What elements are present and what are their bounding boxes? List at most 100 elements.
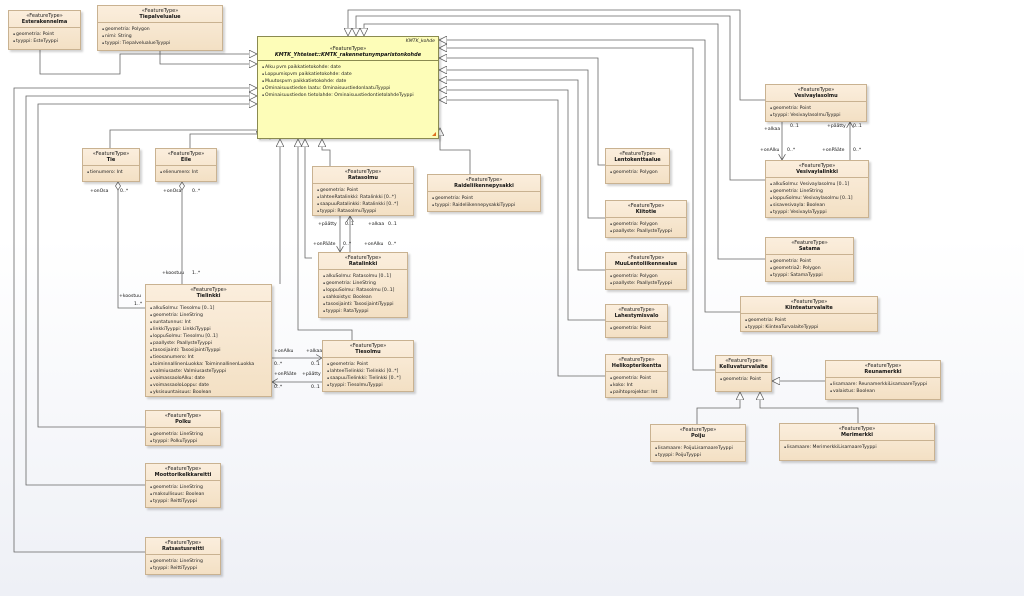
class-tielinkki[interactable]: «FeatureType»Tielinkki alkuSolmu: Tiesol… <box>145 284 272 397</box>
attribute: voimassaoloLoppu: date <box>150 382 267 389</box>
class-reunamerkki[interactable]: «FeatureType»Reunamerkki lisamaare: Reun… <box>825 360 941 400</box>
attribute: saapuuTielinkki: Tielinkki [0..*] <box>327 375 409 382</box>
gen-helikopterikentta <box>439 100 605 377</box>
gen-tie <box>109 129 260 148</box>
attribute: tasosijainti: TasosijaintiTyyppi <box>150 347 267 354</box>
class-name: Tielinkki <box>196 293 221 299</box>
class-esterakennelma[interactable]: «FeatureType»Esterakennelma geometria: P… <box>8 10 81 50</box>
attribute: geometria: Polygon <box>610 169 665 176</box>
multiplicity-label: 0..* <box>274 362 283 367</box>
class-name: MuuLentoliikennealue <box>614 261 678 267</box>
attribute: lisamaare: MerimerkkiLisamaareTyyppi <box>784 444 930 451</box>
attribute: Alku pvm paikkatietokohde: date <box>262 64 434 71</box>
attribute: loppuSolmu: Ratasolmu [0..1] <box>323 287 403 294</box>
class-name: Lentokenttaalue <box>614 157 661 163</box>
class-name: Vesivaylasolmu <box>794 93 838 99</box>
class-muulentoliikennealue[interactable]: «FeatureType»MuuLentoliikennealue geomet… <box>605 252 687 290</box>
class-name: Kiitotie <box>635 209 657 215</box>
class-polku[interactable]: «FeatureType»Polku geometria: LineString… <box>145 410 221 446</box>
stereotype-label: «FeatureType» <box>619 151 656 157</box>
class-raideliikennepysakki[interactable]: «FeatureType»Raideliikennepysakki geomet… <box>427 174 541 212</box>
gen-poiju <box>696 392 740 424</box>
class-name: Tiesolmu <box>355 349 381 355</box>
attribute: tyyppi: SatamaTyyppi <box>770 272 849 279</box>
class-tiesolmu[interactable]: «FeatureType»Tiesolmu geometria: Pointla… <box>322 340 414 392</box>
assoc-tie-tielinkki <box>115 181 145 309</box>
class-lahestymisvalo[interactable]: «FeatureType»Lahestymisvalo geometria: P… <box>605 304 668 338</box>
gen-tiepalvelualue <box>159 50 257 64</box>
class-name: Kiinteaturvalaite <box>785 305 833 311</box>
class-ratsastusreitti[interactable]: «FeatureType»Ratsastusreitti geometria: … <box>145 537 221 575</box>
attribute: tyyppi: ReittiTyyppi <box>150 565 216 572</box>
class-kelluvaturvalaite[interactable]: «FeatureType»Kelluvaturvalaite geometria… <box>715 355 772 392</box>
attribute: suntatunnus: Int <box>150 319 267 326</box>
class-name: Kelluvaturvalaite <box>719 364 768 370</box>
attribute: maksullisuus: Boolean <box>150 491 216 498</box>
stereotype-label: «FeatureType» <box>627 203 665 209</box>
class-lentokenttaalue[interactable]: «FeatureType»Lentokenttaalue geometria: … <box>605 148 670 184</box>
role-label: +onAlku <box>274 349 294 354</box>
attribute: tyyppi: KiinteaTurvalaiteTyyppi <box>745 324 873 331</box>
attribute: lisamaare: ReunamerkkiLisamaareTyyppi <box>830 381 936 388</box>
stereotype-label: «FeatureType» <box>790 299 828 305</box>
class-kiinteaturvalaite[interactable]: «FeatureType»Kiinteaturvalaite geometria… <box>740 296 878 332</box>
class-satama[interactable]: «FeatureType»Satama geometria: Pointgeom… <box>765 237 854 282</box>
role-label: +alkaa <box>764 127 781 132</box>
corner-marker <box>432 132 436 136</box>
attribute: geometria: LineString <box>323 280 403 287</box>
gen-raideliikennepysakki <box>440 128 471 174</box>
attribute: sahkoistys: Boolean <box>323 294 403 301</box>
class-name: Ratsastusreitti <box>162 546 204 552</box>
class-tiepalvelualue[interactable]: «FeatureType»Tiepalvelualue geometria: P… <box>97 5 223 51</box>
stereotype-label: «FeatureType» <box>141 8 179 14</box>
attribute: geometria: Point <box>770 105 862 112</box>
role-label: +onPääte <box>274 372 297 377</box>
class-name: Merimerkki <box>841 432 873 438</box>
stereotype-label: «FeatureType» <box>349 343 387 349</box>
attribute: paallyste: PaallysteTyyppi <box>150 340 267 347</box>
class-ratalinkki[interactable]: «FeatureType»Ratalinkki alkuSolmu: Ratas… <box>318 252 408 318</box>
role-label: +koostuu <box>162 271 184 276</box>
class-merimerkki[interactable]: «FeatureType»Merimerkki lisamaare: Merim… <box>779 423 935 461</box>
class-tie[interactable]: «FeatureType»Tie tienumero: Int <box>82 148 140 182</box>
class-name: Satama <box>798 246 821 252</box>
attribute: Loppumispvm paikkatietokohde: date <box>262 71 434 78</box>
class-moottorikelkkareitti[interactable]: «FeatureType»Moottorikelkkareitti geomet… <box>145 463 221 508</box>
class-name: Tie <box>106 157 116 163</box>
class-main[interactable]: KMTK_kohde «FeatureType»KMTK_Yhteiset::K… <box>257 36 439 139</box>
stereotype-label: «FeatureType» <box>798 163 836 169</box>
stereotype-label: «FeatureType» <box>92 151 130 157</box>
class-kiitotie[interactable]: «FeatureType»Kiitotie geometria: Polygon… <box>605 200 687 238</box>
attribute: tyyppi: PoijuTyyppi <box>655 452 741 459</box>
attribute: saapuuRatalinkki: Ratalinkki [0..*] <box>317 201 409 208</box>
multiplicity-label: 0..* <box>192 189 201 194</box>
class-ratasolmu[interactable]: «FeatureType»Ratasolmu geometria: Pointl… <box>312 166 414 216</box>
class-vesivaylalinkki[interactable]: «FeatureType»Vesivaylalinkki alkuSolmu: … <box>765 160 869 218</box>
stereotype-label: «FeatureType» <box>190 287 227 293</box>
attribute: geometria2: Polygon <box>770 265 849 272</box>
class-helikopterikentta[interactable]: «FeatureType»Helikopterikentta geometria… <box>605 354 668 398</box>
attribute: sisavesivayla: Boolean <box>770 202 864 209</box>
multiplicity-label: 0..* <box>343 242 352 247</box>
class-name: Vesivaylalinkki <box>796 169 838 175</box>
stereotype-label: «FeatureType» <box>167 151 205 157</box>
role-label: +alkaa <box>306 349 323 354</box>
attribute: geometria: Point <box>432 195 536 202</box>
class-name: Tiepalvelualue <box>139 14 181 20</box>
multiplicity-label: 0..* <box>120 189 129 194</box>
multiplicity-label: 0..* <box>787 148 796 153</box>
gen-ratasolmu <box>322 139 331 166</box>
attribute: geometria: Point <box>317 187 409 194</box>
stereotype-label: «FeatureType» <box>864 363 902 369</box>
attribute: geometria: Point <box>745 317 873 324</box>
class-poiju[interactable]: «FeatureType»Poiju lisamaare: PoijuLisam… <box>650 424 746 462</box>
class-eile[interactable]: «FeatureType»Eile elienumero: Int <box>155 148 217 182</box>
role-label: +päätty <box>827 124 846 129</box>
class-name: Moottorikelkkareitti <box>154 472 212 478</box>
class-vesivaylasolmu[interactable]: «FeatureType»Vesivaylasolmu geometria: P… <box>765 84 867 122</box>
attribute: tyyppi: ReittiTyyppi <box>150 498 216 505</box>
multiplicity-label: 1..* <box>192 271 201 276</box>
class-name: Eile <box>180 157 192 163</box>
multiplicity-label: 0..* <box>274 385 283 390</box>
